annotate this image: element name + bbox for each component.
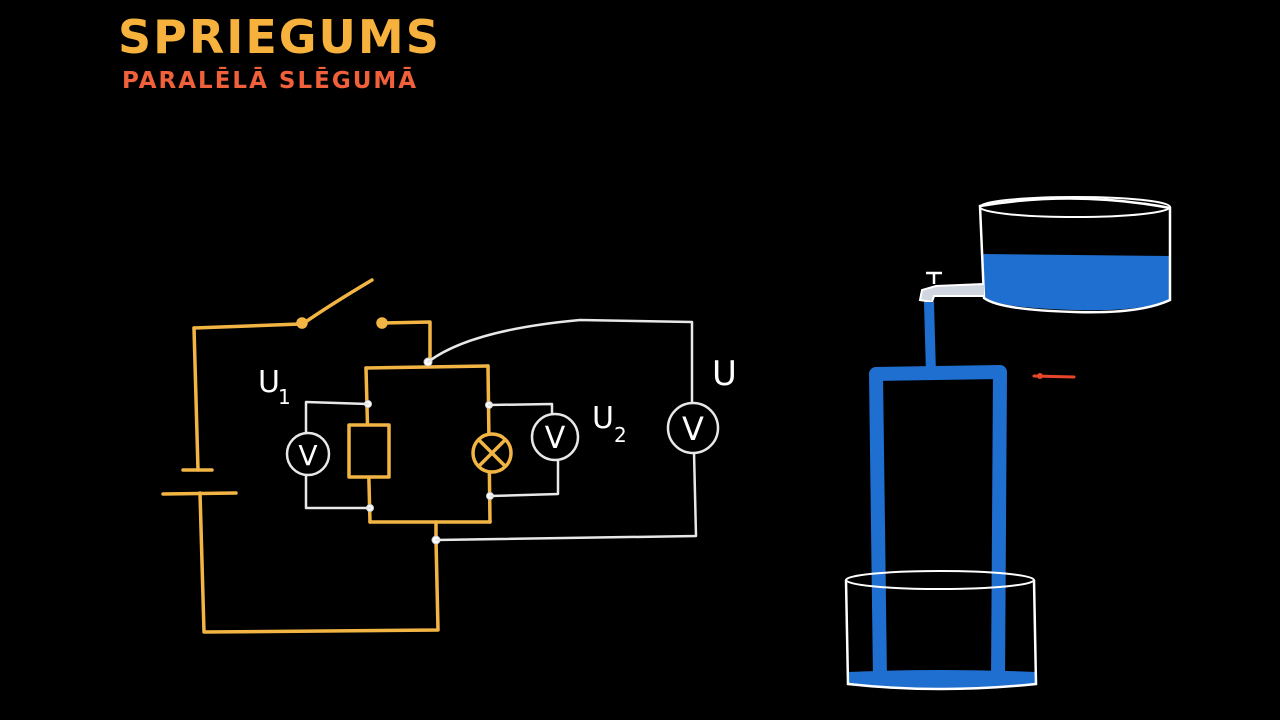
branch-top [364,364,490,370]
circuit-diagram [161,278,513,634]
voltmeter-v2: V [530,412,580,462]
svg-text:V: V [298,439,317,472]
level-marker-dot [1037,373,1043,379]
svg-text:V: V [682,410,704,448]
upper-tank-water [983,254,1170,311]
meter-wiring [304,318,698,542]
switch-lever [302,278,374,325]
label-u1: U [258,365,280,400]
water-stream [924,302,936,374]
lower-vessel-water [848,670,1036,688]
svg-text:V: V [545,421,566,456]
lower-vessel-rim [845,570,1035,590]
tap-handle [926,271,942,284]
resistor [347,423,391,479]
label-u2: U [592,401,614,436]
label-u: U [712,354,737,394]
switch-contact-right [376,317,388,329]
page-subtitle: PARALĒLĀ SLĒGUMĀ [122,68,419,94]
switch-contact-left [296,317,308,329]
tap-spout [918,283,985,304]
label-u2-sub: 2 [614,423,627,447]
water-tube [869,365,1007,681]
wire-left-upper [192,326,200,472]
voltmeter-v1: V [285,431,331,477]
wire-left-lower [198,491,440,634]
page-title: SPRIEGUMS [118,10,441,64]
upper-tank-outline [978,197,1172,314]
v2-wire [487,402,560,498]
lamp-symbol [471,432,513,474]
lower-vessel-outline [844,579,1038,691]
v1-wire [304,400,372,510]
voltmeter-v: V [666,401,720,455]
v-wire [426,318,698,542]
battery-plate-long [161,491,238,496]
label-u1-sub: 1 [278,385,291,409]
wire-top [192,320,432,364]
upper-tank-rim [979,196,1171,218]
water-model [844,196,1172,691]
